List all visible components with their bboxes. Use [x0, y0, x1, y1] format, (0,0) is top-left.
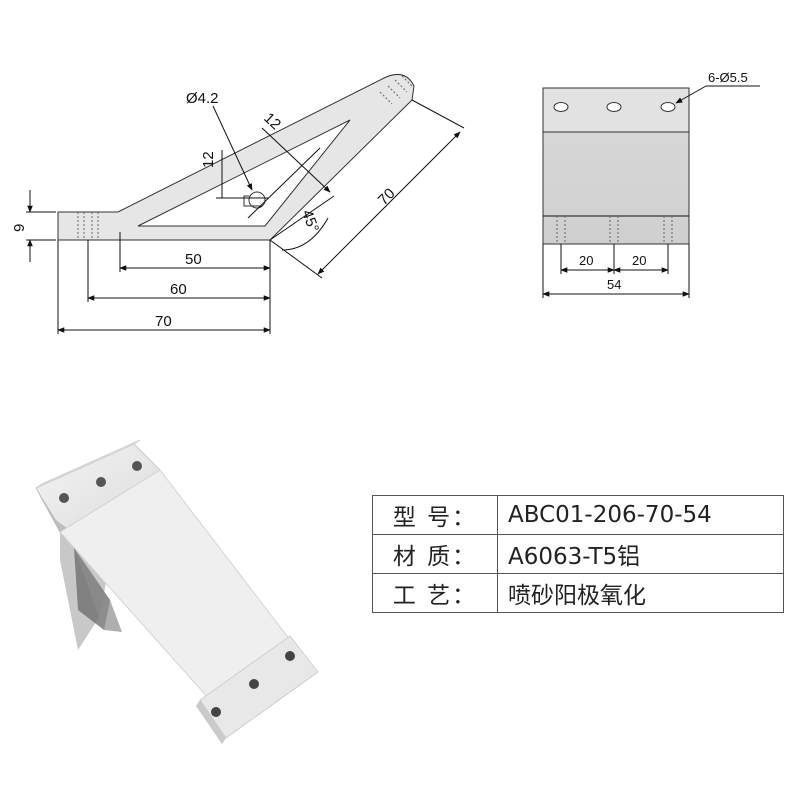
side-view: Ø4.2 12 12 45° 70 9 50 60 [11, 73, 465, 334]
spec-table: 型 号： ABC01-206-70-54 材 质： A6063-T5铝 工 艺：… [372, 495, 784, 613]
spec-label-model: 型 号： [372, 495, 498, 535]
arm-length-label: 70 [375, 185, 399, 209]
overall-length-label: 70 [155, 313, 172, 330]
hole-diameter-label: Ø4.2 [186, 90, 219, 107]
front-hole [606, 102, 622, 112]
holes-callout-label: 6-Ø5.5 [708, 70, 748, 85]
spec-label-process: 工 艺： [372, 573, 498, 613]
spec-value-process: 喷砂阳极氧化 [497, 573, 784, 613]
front-view: 6-Ø5.5 20 20 54 [542, 70, 760, 298]
spec-row-model: 型 号： ABC01-206-70-54 [372, 495, 784, 535]
spec-value-model: ABC01-206-70-54 [497, 495, 784, 535]
front-body [542, 131, 690, 245]
top-hole-hidden-lines [379, 75, 413, 105]
width-label: 54 [607, 277, 621, 292]
slot-height-label: 12 [200, 151, 217, 168]
spec-value-material: A6063-T5铝 [497, 534, 784, 574]
spec-row-material: 材 质： A6063-T5铝 [372, 534, 784, 574]
thickness-label: 9 [11, 224, 28, 232]
inner-length-label: 50 [185, 251, 202, 268]
spec-label-material: 材 质： [372, 534, 498, 574]
hole-pitch-right-label: 20 [632, 253, 646, 268]
angle-label: 45° [298, 208, 322, 235]
spec-row-process: 工 艺： 喷砂阳极氧化 [372, 573, 784, 613]
hole-pitch-left-label: 20 [579, 253, 593, 268]
mid-length-label: 60 [170, 281, 187, 298]
t-slot-hole [243, 191, 266, 209]
product-3d-render [35, 439, 319, 744]
front-hole [660, 102, 676, 112]
front-hole [553, 102, 569, 112]
bottom-hole-hidden-lines [77, 212, 99, 240]
front-hidden-lines [556, 216, 673, 244]
